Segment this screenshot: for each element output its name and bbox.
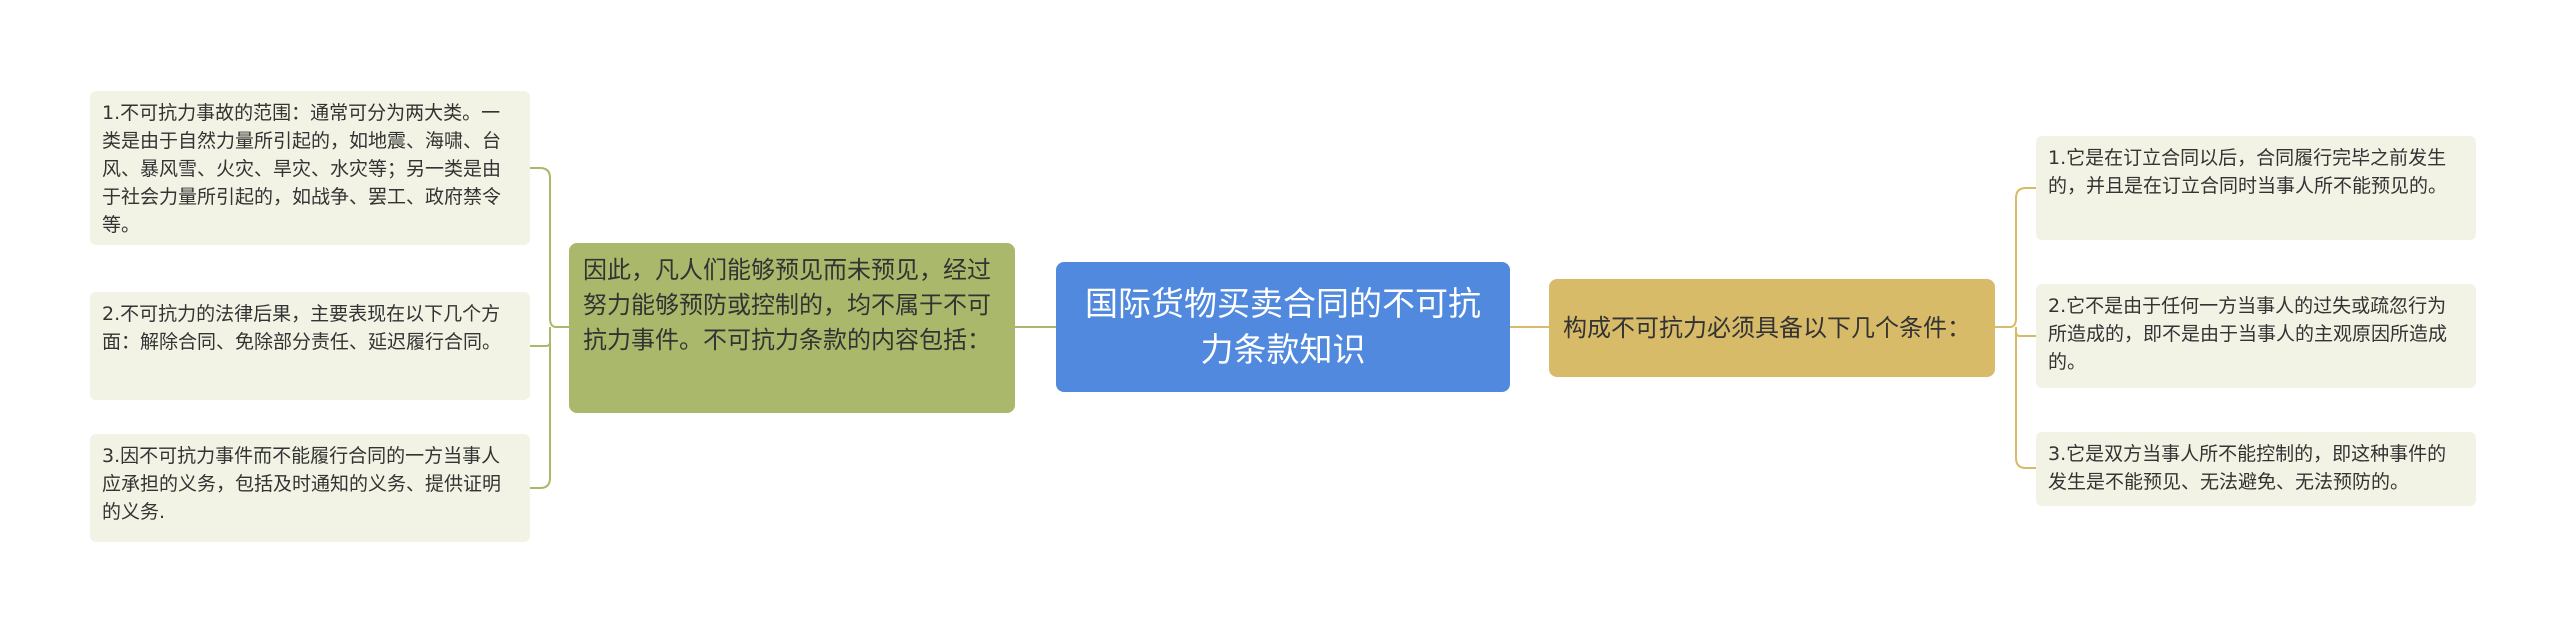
connector-left-leaf-3 bbox=[530, 327, 551, 489]
connector-right-leaf-1 bbox=[1995, 187, 2036, 328]
right-branch-text: 构成不可抗力必须具备以下几个条件： bbox=[1563, 313, 1971, 342]
root-topic[interactable]: 国际货物买卖合同的不可抗力条款知识 bbox=[1056, 262, 1510, 392]
left-leaf-1-text: 1.不可抗力事故的范围：通常可分为两大类。一类是由于自然力量所引起的，如地震、海… bbox=[102, 102, 502, 236]
left-leaf-3-text: 3.因不可抗力事件而不能履行合同的一方当事人应承担的义务，包括及时通知的义务、提… bbox=[102, 445, 502, 523]
connector-left-leaf-2 bbox=[530, 327, 551, 347]
left-leaf-2-text: 2.不可抗力的法律后果，主要表现在以下几个方面：解除合同、免除部分责任、延迟履行… bbox=[102, 303, 502, 353]
left-leaf-topic-2[interactable]: 2.不可抗力的法律后果，主要表现在以下几个方面：解除合同、免除部分责任、延迟履行… bbox=[90, 292, 530, 400]
left-branch-topic[interactable]: 因此，凡人们能够预见而未预见，经过努力能够预防或控制的，均不属于不可抗力事件。不… bbox=[569, 243, 1015, 413]
connector-right-leaf-2 bbox=[2015, 327, 2036, 337]
left-branch-text: 因此，凡人们能够预见而未预见，经过努力能够预防或控制的，均不属于不可抗力事件。不… bbox=[583, 256, 991, 354]
left-leaf-topic-1[interactable]: 1.不可抗力事故的范围：通常可分为两大类。一类是由于自然力量所引起的，如地震、海… bbox=[90, 91, 530, 245]
right-leaf-topic-1[interactable]: 1.它是在订立合同以后，合同履行完毕之前发生的，并且是在订立合同时当事人所不能预… bbox=[2036, 136, 2476, 240]
right-leaf-2-text: 2.它不是由于任何一方当事人的过失或疏忽行为所造成的，即不是由于当事人的主观原因… bbox=[2048, 295, 2448, 373]
connector-right-leaf-3 bbox=[2015, 327, 2036, 469]
root-topic-text: 国际货物买卖合同的不可抗力条款知识 bbox=[1085, 284, 1481, 369]
right-leaf-topic-2[interactable]: 2.它不是由于任何一方当事人的过失或疏忽行为所造成的，即不是由于当事人的主观原因… bbox=[2036, 284, 2476, 388]
left-leaf-topic-3[interactable]: 3.因不可抗力事件而不能履行合同的一方当事人应承担的义务，包括及时通知的义务、提… bbox=[90, 434, 530, 542]
right-leaf-1-text: 1.它是在订立合同以后，合同履行完毕之前发生的，并且是在订立合同时当事人所不能预… bbox=[2048, 147, 2448, 197]
right-leaf-3-text: 3.它是双方当事人所不能控制的，即这种事件的发生是不能预见、无法避免、无法预防的… bbox=[2048, 443, 2447, 493]
right-leaf-topic-3[interactable]: 3.它是双方当事人所不能控制的，即这种事件的发生是不能预见、无法避免、无法预防的… bbox=[2036, 432, 2476, 506]
right-branch-topic[interactable]: 构成不可抗力必须具备以下几个条件： bbox=[1549, 279, 1995, 377]
connector-left-leaf-1 bbox=[530, 167, 569, 328]
